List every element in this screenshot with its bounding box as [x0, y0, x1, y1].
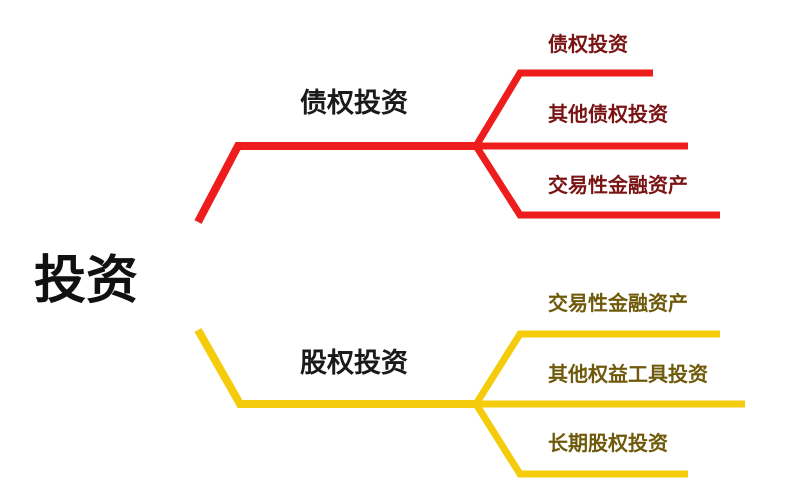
branch-label-equity-investment: 股权投资: [300, 348, 408, 379]
branch-debt-investment: 债权投资 债权投资 其他债权投资 交易性金融资产: [194, 32, 720, 224]
connector-debt-leaf-3: [473, 144, 720, 219]
connector-equity-leaf-3: [473, 402, 688, 478]
connector-debt-leaf-1: [473, 69, 653, 148]
leaf-label-debt-1: 债权投资: [548, 32, 628, 56]
leaf-label-equity-1: 交易性金融资产: [548, 291, 688, 315]
leaf-label-debt-3: 交易性金融资产: [548, 173, 688, 197]
connector-root-to-debt: [194, 142, 476, 224]
branch-label-debt-investment: 债权投资: [300, 88, 408, 119]
connector-equity-leaf-1: [473, 330, 720, 406]
leaf-label-debt-2: 其他债权投资: [548, 102, 668, 126]
branch-equity-investment: 股权投资 交易性金融资产 其他权益工具投资 长期股权投资: [194, 291, 745, 478]
root-label: 投资: [34, 251, 138, 311]
leaf-label-equity-2: 其他权益工具投资: [548, 362, 708, 386]
leaf-label-equity-3: 长期股权投资: [548, 431, 668, 455]
connector-root-to-equity: [194, 328, 476, 408]
